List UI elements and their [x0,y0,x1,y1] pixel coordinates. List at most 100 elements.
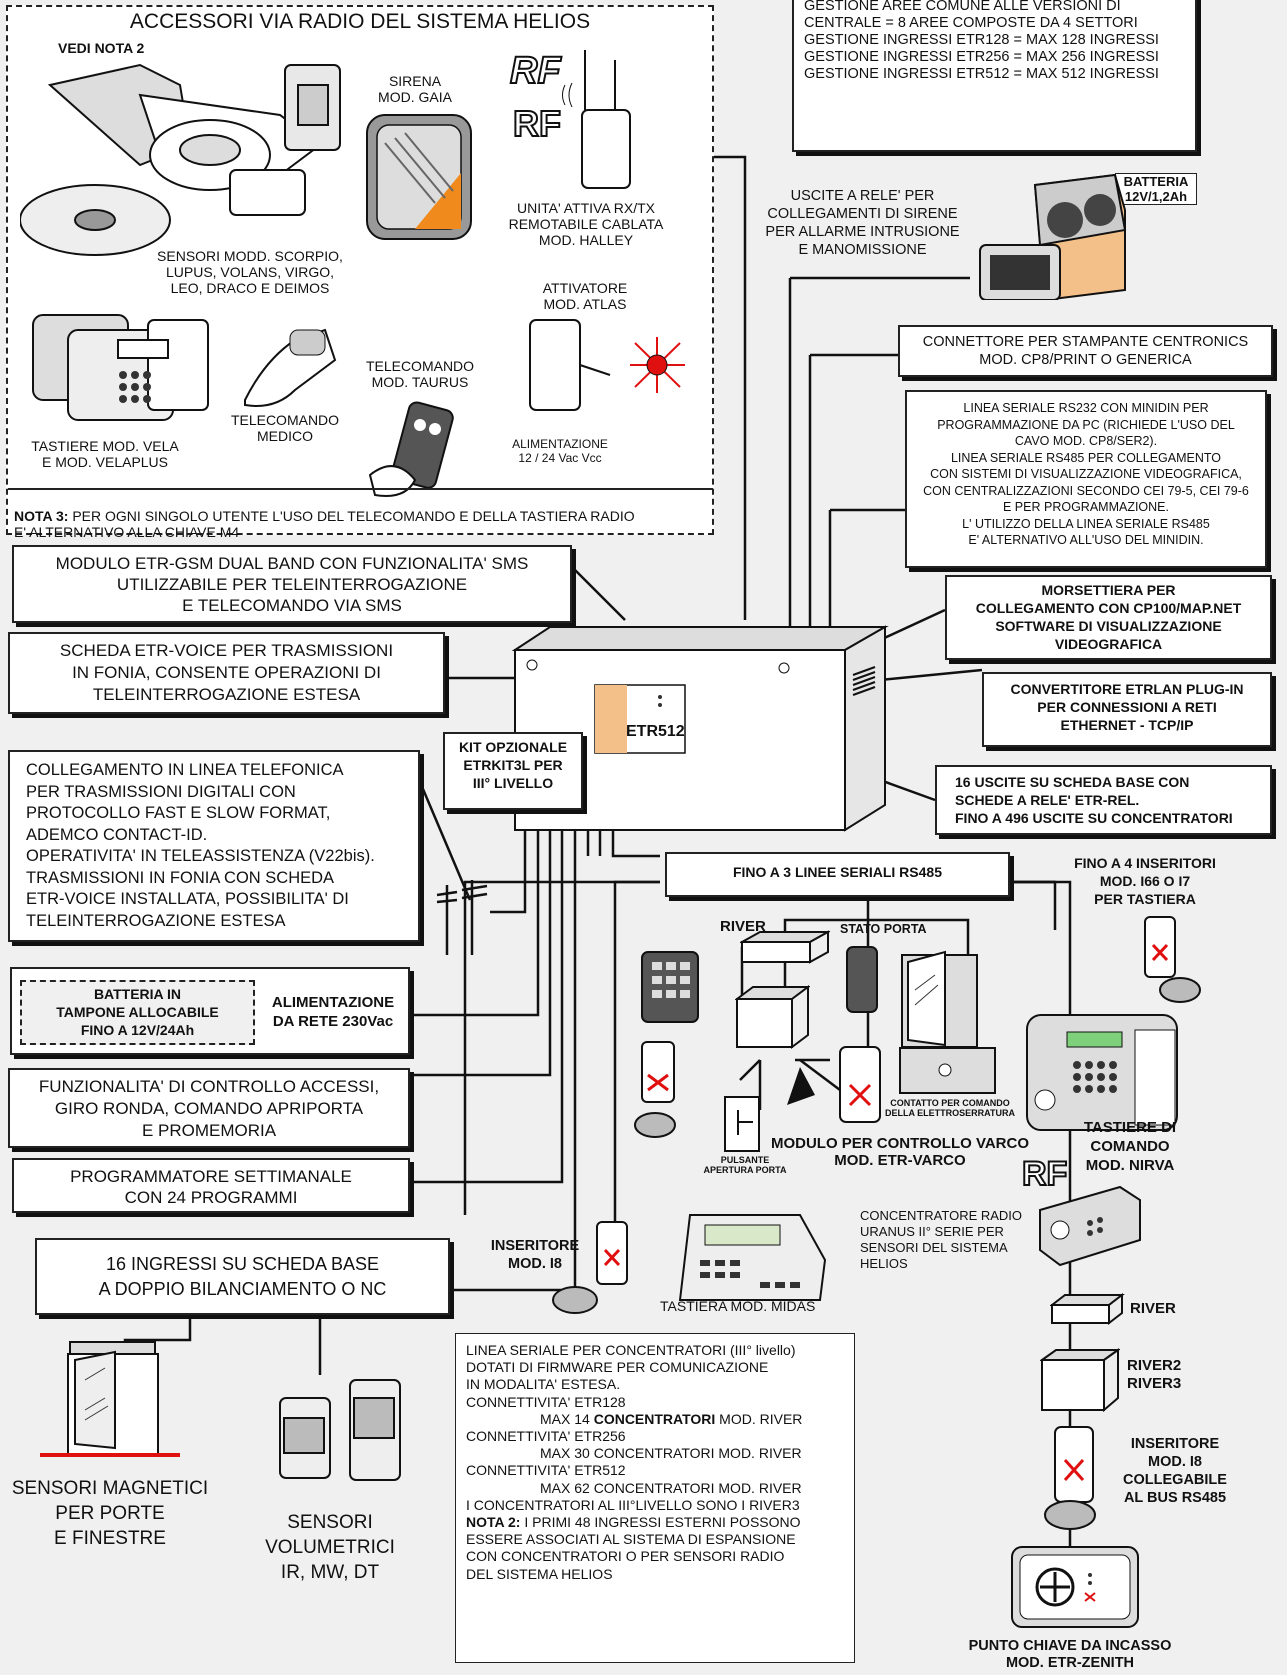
gsm-module-box: MODULO ETR-GSM DUAL BAND CON FUNZIONALIT… [12,545,572,623]
activator-power-label: ALIMENTAZIONE 12 / 24 Vac Vcc [512,437,608,465]
river-label: RIVER [720,918,766,935]
uranus-concentrator-icon [1039,1185,1141,1267]
zenith-key-point-icon [1011,1546,1139,1628]
concentrators-p3: CONNETTIVITA' ETR256 [466,1428,626,1445]
midas-keypad-icon [678,1214,827,1301]
note3-label: NOTA 3: [14,508,69,524]
concentrators-p4: MAX 30 CONCENTRATORI MOD. RIVER [540,1445,802,1462]
concentrators-p2c: MOD. RIVER [715,1410,803,1427]
optional-kit-text: KIT OPZIONALE ETRKIT3L PER III° LIVELLO [458,739,568,791]
concentrators-p7: I CONCENTRATORI AL III°LIVELLO SONO I RI… [466,1496,800,1513]
nirva-keypad-icon [1026,1014,1178,1131]
volumetric-sensors-icon [279,1379,401,1481]
central-unit-model-label: ETR512 [626,723,685,740]
halley-unit-icon [562,50,631,189]
window-door-sensor-icon [40,1341,180,1457]
phone-line-text: COLLEGAMENTO IN LINEA TELEFONICA PER TRA… [26,761,375,930]
telephone-poles-icon [436,880,488,955]
varco-label: MODULO PER CONTROLLO VARCO MOD. ETR-VARC… [770,1135,1030,1169]
inserter-key-icon-3 [1144,916,1201,1003]
printer-connector-text: CONNETTORE PER STAMPANTE CENTRONICS MOD.… [922,334,1249,368]
optional-kit-box: KIT OPZIONALE ETRKIT3L PER III° LIVELLO [443,732,583,810]
uranus-label: CONCENTRATORE RADIO URANUS II° SERIE PER… [860,1208,1023,1271]
inseritore-i8-label: INSERITORE MOD. I8 [490,1238,580,1272]
concentrators-p5: CONNETTIVITA' ETR512 [466,1462,626,1479]
zenith-label: PUNTO CHIAVE DA INCASSO MOD. ETR-ZENITH [968,1638,1172,1671]
inputs16-text: 16 INGRESSI SU SCHEDA BASE A DOPPIO BILA… [98,1254,387,1299]
medico-remote-icon [244,328,337,407]
outdoor-siren-icon [979,173,1127,300]
river-module-icon [740,930,830,964]
nirva-label: TASTIERE DI COMANDO MOD. NIRVA [1083,1119,1177,1174]
relay-outputs-label: USCITE A RELE' PER COLLEGAMENTI DI SIREN… [765,188,960,258]
rs485-lines-box: FINO A 3 LINEE SERIALI RS485 [665,852,1010,897]
inserter-key-icon-1 [634,1041,676,1138]
medico-label: TELECOMANDO MEDICO [230,412,340,444]
note2-reference: VEDI NOTA 2 [58,40,145,56]
phone-line-box: COLLEGAMENTO IN LINEA TELEFONICA PER TRA… [8,750,420,942]
inseritore-bus-label: INSERITORE MOD. I8 COLLEGABILE AL BUS RS… [1123,1436,1227,1506]
midas-label: TASTIERA MOD. MIDAS [660,1298,816,1314]
volumetric-sensors-label: SENSORI VOLUMETRICI IR, MW, DT [265,1512,395,1583]
radio-sensors-illustration [20,63,341,256]
battery-big-frame [20,980,255,1045]
taurus-label: TELECOMANDO MOD. TAURUS [365,358,475,390]
activator-label: ATTIVATORE MOD. ATLAS [542,280,628,312]
inputs16-box: 16 INGRESSI SU SCHEDA BASE A DOPPIO BILA… [35,1238,450,1315]
door-icon [901,950,978,1048]
etrlan-text: CONVERTITORE ETRLAN PLUG-IN PER CONNESSI… [1010,681,1244,733]
rf-logo-1: RF [509,49,562,93]
magnetic-sensors-label: SENSORI MAGNETICI PER PORTE E FINESTRE [11,1478,209,1549]
weekly-programmer-box: PROGRAMMATORE SETTIMANALE CON 24 PROGRAM… [12,1158,410,1213]
river-label-2: RIVER [1130,1300,1176,1317]
sensors-label: SENSORI MODD. SCORPIO, LUPUS, VOLANS, VI… [157,248,343,296]
morsettiera-text: MORSETTIERA PER COLLEGAMENTO CON CP100/M… [975,582,1242,652]
vela-keypads-illustration [32,314,209,421]
concentrators-p2a: MAX 14 [540,1410,594,1427]
battery-big-label: BATTERIA IN TAMPONE ALLOCABILE FINO A 12… [56,986,219,1038]
access-control-text: FUNZIONALITA' DI CONTROLLO ACCESSI, GIRO… [38,1077,380,1140]
concentrators-p2b: CONCENTRATORI [593,1410,716,1427]
inserter-key-icon-2 [839,1046,881,1123]
voice-board-text: SCHEDA ETR-VOICE PER TRASMISSIONI IN FON… [59,641,394,704]
accessories-title: ACCESSORI VIA RADIO DEL SISTEMA HELIOS [129,10,591,33]
outputs16-box: 16 USCITE SU SCHEDA BASE CON SCHEDE A RE… [935,765,1272,835]
arrow-icon [787,1067,815,1105]
gsm-module-text: MODULO ETR-GSM DUAL BAND CON FUNZIONALIT… [55,554,529,615]
inserters4-label: FINO A 4 INSERITORI MOD. I66 O I7 PER TA… [1074,855,1216,907]
siren-gaia-icon [366,114,472,240]
serial-lines-text: LINEA SERIALE RS232 CON MINIDIN PER PROG… [923,401,1249,547]
inserter-key-icon-4 [552,1221,628,1314]
siren-label: SIRENA MOD. GAIA [378,73,452,105]
halley-label: UNITA' ATTIVA RX/TX REMOTABILE CABLATA M… [508,200,664,248]
note3-divider [8,488,713,490]
door-button-label: PULSANTE APERTURA PORTA [703,1155,787,1175]
outputs16-text: 16 USCITE SU SCHEDA BASE CON SCHEDE A RE… [955,774,1233,826]
electric-lock-icon [899,1047,996,1094]
weekly-programmer-text: PROGRAMMATORE SETTIMANALE CON 24 PROGRAM… [70,1167,352,1207]
concentrators-p6: MAX 62 CONCENTRATORI MOD. RIVER [540,1479,802,1496]
proximity-reader-icon [846,946,878,1013]
note2-label: NOTA 2: [466,1514,521,1531]
river23-label: RIVER2 RIVER3 [1127,1357,1182,1392]
serial-lines-box: LINEA SERIALE RS232 CON MINIDIN PER PROG… [905,390,1267,568]
atlas-activator-icon [529,319,685,411]
rf-logo-3: RF [1021,1154,1068,1194]
rf-logo-2: RF [512,102,562,145]
river-module-icon-2 [1050,1293,1125,1325]
door-state-label: STATO PORTA [840,922,927,936]
keypad-reader-icon [641,951,699,1023]
areas-info-box: GESTIONE AREE COMUNE ALLE VERSIONI DI CE… [792,0,1197,152]
inserter-key-icon-5 [1044,1426,1096,1530]
access-control-box: FUNZIONALITA' DI CONTROLLO ACCESSI, GIRO… [8,1068,410,1148]
printer-connector-box: CONNETTORE PER STAMPANTE CENTRONICS MOD.… [898,325,1273,377]
note3-text: PER OGNI SINGOLO UTENTE L'USO DEL TELECO… [14,508,635,540]
morsettiera-box: MORSETTIERA PER COLLEGAMENTO CON CP100/M… [945,575,1272,660]
areas-info-text: GESTIONE AREE COMUNE ALLE VERSIONI DI CE… [804,0,1159,82]
voice-board-box: SCHEDA ETR-VOICE PER TRASMISSIONI IN FON… [8,632,445,714]
door-button-icon [724,1096,760,1152]
varco-module-icon [735,985,810,1049]
rs485-lines-text: FINO A 3 LINEE SERIALI RS485 [732,864,942,880]
mains-label: ALIMENTAZIONE DA RETE 230Vac [271,994,395,1030]
note2-text: I PRIMI 48 INGRESSI ESTERNI POSSONO ESSE… [466,1514,801,1582]
